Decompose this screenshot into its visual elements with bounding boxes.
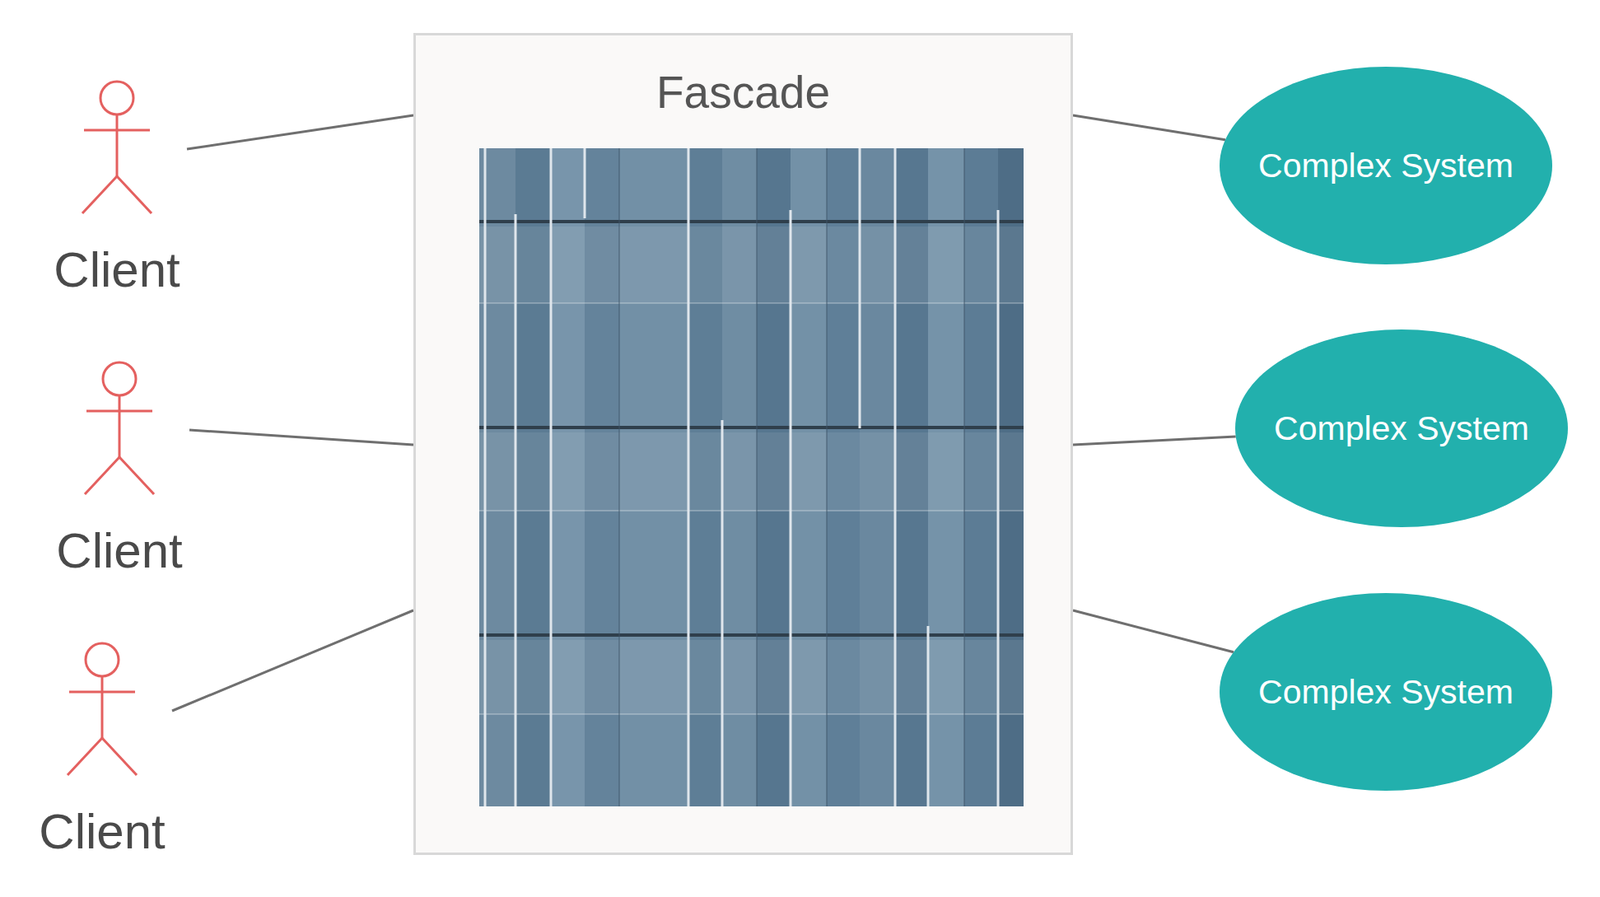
connector-line <box>1072 115 1226 140</box>
system-ellipse: Complex System <box>1235 329 1568 528</box>
actor-node: Client <box>46 77 187 300</box>
connector-line <box>172 610 414 711</box>
system-label: Complex System <box>1258 144 1514 187</box>
system-label: Complex System <box>1273 407 1530 449</box>
system-ellipse: Complex System <box>1219 66 1553 265</box>
facade-box: Fascade <box>413 32 1073 855</box>
connector-line <box>186 115 414 150</box>
connector-line <box>189 429 414 445</box>
actor-figure <box>49 358 190 499</box>
actor-label: Client <box>49 521 190 581</box>
actor-node: Client <box>49 358 190 581</box>
connector-line <box>1072 436 1237 445</box>
connector-line <box>1072 610 1234 653</box>
actor-node: Client <box>32 639 173 862</box>
facade-title: Fascade <box>415 65 1071 120</box>
building-facade <box>479 148 1024 807</box>
system-ellipse: Complex System <box>1219 592 1553 791</box>
actor-figure <box>32 639 173 780</box>
actor-label: Client <box>46 240 187 300</box>
actor-label: Client <box>32 802 173 862</box>
panel-ground <box>413 32 1073 855</box>
actor-figure <box>46 77 187 218</box>
system-label: Complex System <box>1258 671 1514 713</box>
